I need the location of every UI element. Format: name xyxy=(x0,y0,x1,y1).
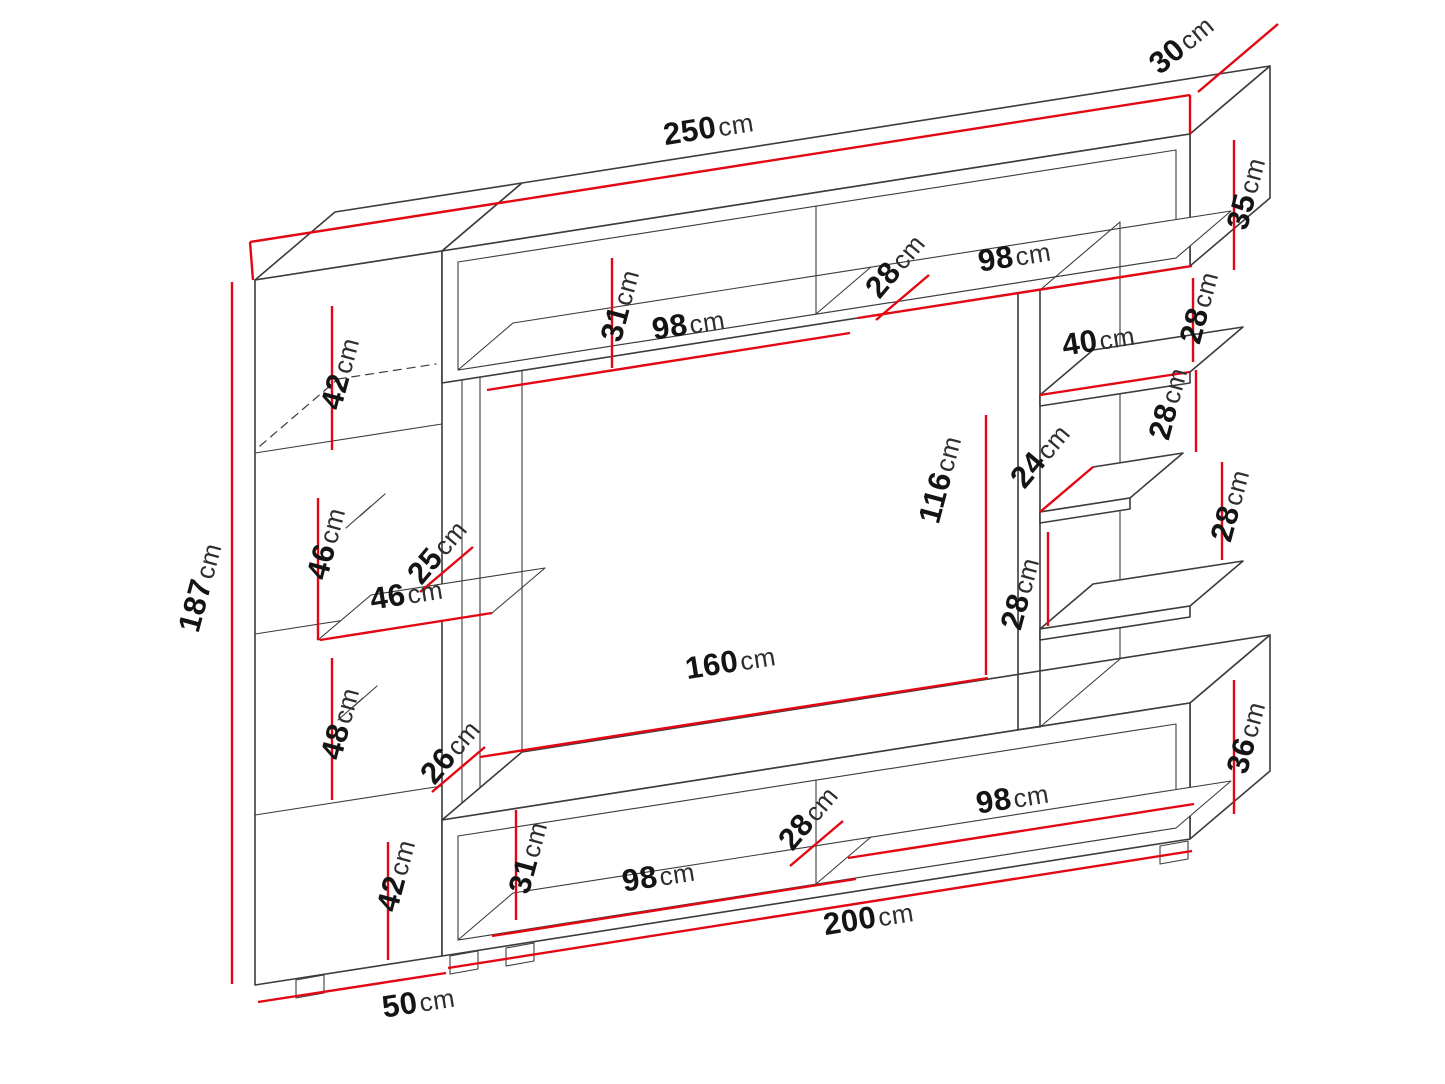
dim-line-top-depth xyxy=(1197,23,1279,93)
dim-label-tv-opening-height: 116cm xyxy=(911,432,968,527)
dim-line-top-shelf-left-width xyxy=(486,331,851,392)
dim-label-bottom-shelf-right-width: 98cm xyxy=(973,775,1051,821)
dim-label-top-shelf-left-width: 98cm xyxy=(649,301,727,347)
dim-label-right-gap-third: 28cm xyxy=(1203,465,1256,545)
dim-label-total-width: 250cm xyxy=(661,103,756,152)
dim-label-left-top-compartment-height: 42cm xyxy=(313,333,366,413)
dim-line-left-shelf-width xyxy=(319,611,493,642)
dim-line-tv-stand-width xyxy=(447,849,1193,970)
dim-label-top-shelf-right-width: 98cm xyxy=(975,233,1053,279)
left-cabinet xyxy=(254,182,546,986)
dim-line-top-shelf-right-width xyxy=(857,264,1193,320)
dim-line-top-shelf-inner-depth xyxy=(875,274,930,321)
dim-label-bottom-shelf-left-width: 98cm xyxy=(619,853,697,899)
dim-label-left-cabinet-width: 50cm xyxy=(379,979,457,1025)
dim-ext-total-width-left xyxy=(248,241,255,281)
dim-line-left-cabinet-width xyxy=(257,971,447,1004)
dimension-lines xyxy=(230,23,1279,1004)
dim-line-total-width xyxy=(249,93,1191,244)
dim-label-right-gap-bottom: 28cm xyxy=(993,553,1046,633)
wall-unit-drawing xyxy=(254,65,1271,999)
dim-label-right-shelf-upper-width: 40cm xyxy=(1059,317,1137,363)
dim-line-left-shelf-depth xyxy=(419,546,474,593)
dim-label-tv-stand-width: 200cm xyxy=(821,893,916,942)
right-wall-shelves xyxy=(1039,326,1244,641)
top-shelf-unit xyxy=(441,65,1271,384)
dim-label-left-shelf-width: 46cm xyxy=(367,571,445,617)
dim-label-top-depth: 30cm xyxy=(1142,7,1221,81)
dim-label-tv-opening-width: 160cm xyxy=(683,637,778,686)
tv-stand xyxy=(441,634,1271,957)
dim-line-left-lower-shelf-depth xyxy=(431,746,486,793)
dim-line-right-shelf-middle-width xyxy=(1039,466,1094,513)
dim-line-bottom-shelf-left-width xyxy=(491,877,857,938)
dim-label-total-height: 187cm xyxy=(171,539,228,636)
dim-line-bottom-shelf-inner-depth xyxy=(789,820,844,867)
glass-door-glints xyxy=(337,493,386,721)
dim-line-tv-opening-width xyxy=(479,676,989,759)
dim-line-bottom-shelf-right-width xyxy=(847,802,1195,860)
dim-line-right-shelf-upper-width xyxy=(1039,370,1191,397)
